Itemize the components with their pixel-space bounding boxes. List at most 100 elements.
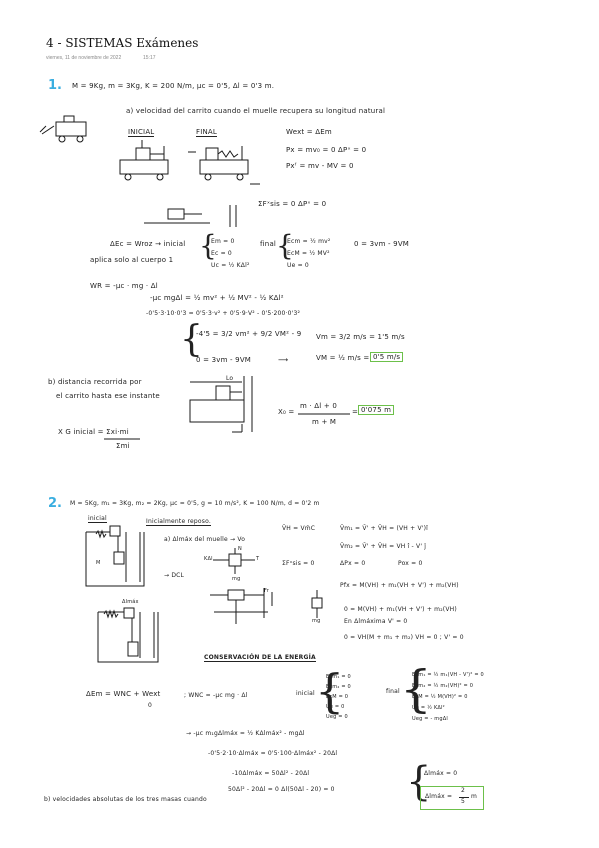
p2-initial-system-sketch bbox=[85, 525, 145, 587]
p2-answer-box: Δlmáx = 2 5 m bbox=[420, 786, 484, 810]
fraction-bar-xo bbox=[298, 413, 350, 415]
p2-initial-term-1: Ecm₂ = 0 bbox=[326, 684, 351, 690]
p2-final-term-1: Ecm₂ = ½ m₂(VH)² = 0 bbox=[412, 683, 474, 689]
p1-xg: X G inicial = Σxi·mi bbox=[58, 428, 129, 436]
page-time: 15:17 bbox=[143, 55, 156, 61]
p1-answer-b-box: 0'075 m bbox=[358, 405, 395, 415]
free-body-sketch-1 bbox=[144, 205, 237, 227]
p1-vM: VM = ½ m/s = bbox=[316, 354, 370, 362]
p2-dpx: ΔPx = 0 bbox=[340, 560, 366, 567]
p2-system-free-body bbox=[210, 588, 273, 624]
p2-result-2-unit: m bbox=[471, 793, 478, 800]
p1-initial-term-0: Em = 0 bbox=[211, 238, 235, 245]
p2-initial-term-4: Ueg = 0 bbox=[326, 714, 348, 720]
p2-cons2: 0 = VH(M + m₁ + m₂) VH = 0 ; V' = 0 bbox=[344, 634, 464, 641]
p2-eq2: -0'5·2·10·Δlmáx = 0'5·100·Δlmáx² - 20Δl bbox=[208, 750, 338, 757]
p2-vh: V̄H = Vm̄C bbox=[282, 525, 316, 532]
p2-n-label: N bbox=[238, 546, 242, 552]
p1-dec: ΔEc = Wroz → inicial bbox=[110, 240, 186, 248]
p2-t-label: T bbox=[256, 556, 260, 562]
p2-kdl-label: KΔl bbox=[204, 556, 213, 562]
p2-final-term-0: Ecm₁ = ½ m₁(VH - V')² = 0 bbox=[412, 672, 484, 678]
p1-final-term-1: EcM = ½ MV² bbox=[287, 250, 330, 257]
p1-sumf: ΣFˣsis = 0 ΔPˣ = 0 bbox=[258, 200, 327, 208]
p2-free-body-mass bbox=[213, 548, 255, 574]
p1-px: Px = mv₀ = 0 ΔPˣ = 0 bbox=[286, 146, 367, 154]
p2-eq4: 50Δl² - 20Δl = 0 Δl(50Δl - 20) = 0 bbox=[228, 786, 335, 793]
p2-wnc: ; WNC = -μc mg · Δl bbox=[184, 692, 248, 699]
fraction-bar-xg bbox=[104, 438, 140, 440]
p2-initial-term-2: EcM = 0 bbox=[326, 694, 349, 700]
p1-eq2: -0'5·3·10·0'3 = 0'5·3·v² + 0'5·9·V² - 0'… bbox=[146, 310, 301, 317]
p1-xo-denominator: m + M bbox=[312, 418, 337, 426]
p2-mg-hanging: mg bbox=[312, 618, 321, 624]
p2-result-2-fraction-bar bbox=[459, 797, 469, 798]
p2-final-system-sketch bbox=[97, 607, 159, 663]
p2-fr-label: Fr bbox=[264, 588, 269, 594]
p2-final-label: final bbox=[386, 688, 400, 695]
p2-question-b: b) velocidades absolutas de los tres mas… bbox=[44, 796, 207, 803]
page-title: 4 - SISTEMAS Exámenes bbox=[46, 36, 199, 50]
p1-eq1: -μc mgΔl = ½ mv² + ½ MV² - ½ KΔl² bbox=[150, 294, 284, 302]
p1-initial-term-2: Uc = ½ KΔl² bbox=[211, 262, 250, 269]
p1-pxf: Pxᶠ = mv - MV = 0 bbox=[286, 162, 354, 170]
p1-question-b-line2: el carrito hasta ese instante bbox=[56, 392, 160, 400]
p1-final-term-2: Ue = 0 bbox=[287, 262, 309, 269]
p2-final-term-3: Ue = ½ KΔl² bbox=[412, 705, 445, 711]
p2-eq1: → -μc m₁gΔlmáx = ½ KΔlmáx² - mgΔl bbox=[186, 730, 305, 737]
brace-initial-2: { bbox=[315, 664, 345, 718]
p1-xo-numerator: m · Δl + 0 bbox=[300, 402, 337, 410]
p1-wext: Wext = ΔEm bbox=[286, 128, 332, 136]
p2-initial-rest: Inicialmente reposo. bbox=[146, 518, 211, 526]
label-lo: Lo bbox=[226, 375, 234, 382]
p2-result-2-label: Δlmáx = bbox=[425, 793, 453, 800]
p1-xo-label: X₀ = bbox=[278, 408, 295, 416]
p2-label-alm: Δlmáx bbox=[122, 599, 139, 605]
p1-final-term-0: Ecm = ½ mv² bbox=[287, 238, 331, 245]
p1-initial-term-1: Ec = 0 bbox=[211, 250, 232, 257]
p2-result-1: Δlmáx = 0 bbox=[424, 770, 458, 777]
problem-1-question-a: a) velocidad del carrito cuando el muell… bbox=[126, 107, 386, 115]
p2-initial-term-0: Ecm₁ = 0 bbox=[326, 674, 351, 680]
p1-xg-denominator: Σmi bbox=[116, 442, 130, 450]
p2-label-initial: inicial bbox=[88, 515, 107, 523]
displacement-diagram bbox=[189, 376, 253, 433]
p2-initial-term-3: Ue = 0 bbox=[326, 704, 345, 710]
p1-eq4: 0 = 3vm - 9VM bbox=[196, 356, 252, 364]
p1-answer-a-box: 0'5 m/s bbox=[370, 352, 404, 362]
page-date: viernes, 11 de noviembre de 2022 bbox=[46, 55, 122, 61]
brace-final-1: { bbox=[276, 229, 294, 262]
arrow-to-results: ⟶ bbox=[278, 356, 289, 364]
p2-final-term-4: Ueg = - mgΔl bbox=[412, 716, 448, 722]
p2-hanging-mass-sketch bbox=[311, 590, 323, 618]
p2-enmax: En Δlmáxima V' = 0 bbox=[344, 618, 408, 625]
problem-1-data: M = 9Kg, m = 3Kg, K = 200 N/m, μc = 0'5,… bbox=[72, 82, 275, 90]
p2-mg-label: mg bbox=[232, 576, 241, 582]
p1-question-b-line1: b) distancia recorrida por bbox=[48, 378, 142, 386]
initial-final-diagram bbox=[119, 140, 260, 185]
p2-vm2: V̄m₂ = V̄' + V̄H = VH î - V' ĵ bbox=[340, 543, 427, 550]
brace-final-2: { bbox=[400, 660, 432, 718]
p1-aplica: aplica solo al cuerpo 1 bbox=[90, 256, 174, 264]
p2-dcl: → DCL bbox=[164, 572, 185, 579]
p2-result-2-num: 2 bbox=[461, 787, 466, 794]
p1-xo-eq: = bbox=[352, 408, 359, 416]
p1-wr: WR = -μc · mg · Δl bbox=[90, 282, 158, 290]
p2-vm1: V̄m₁ = V̄' + V̄H = (VH + V')î bbox=[340, 525, 429, 532]
problem-1-number: 1. bbox=[48, 78, 62, 93]
problem-2-data: M = 5Kg, m₁ = 3Kg, m₂ = 2Kg, μc = 0'5, g… bbox=[70, 500, 320, 507]
p2-final-term-2: EcM = ½ M(VH)² = 0 bbox=[412, 694, 468, 700]
p2-result-2-den: 5 bbox=[461, 798, 466, 805]
p2-cons1: 0 = M(VH) + m₁(VH + V') + m₂(VH) bbox=[344, 606, 457, 613]
label-initial-1: INICIAL bbox=[128, 128, 155, 137]
cart-sketch-small bbox=[39, 115, 87, 143]
p2-initial-label: inicial bbox=[296, 690, 315, 697]
p1-vm: Vm = 3/2 m/s = 1'5 m/s bbox=[316, 333, 405, 341]
p2-zero: 0 bbox=[148, 702, 153, 709]
p2-pox: Pox = 0 bbox=[398, 560, 423, 567]
label-final-1: FINAL bbox=[196, 128, 218, 137]
p2-dem: ΔEm = WNC + Wext bbox=[86, 690, 161, 698]
p2-sumf: ΣFˣsis = 0 bbox=[282, 560, 315, 567]
brace-results-2: { bbox=[406, 759, 432, 805]
p1-zero-eq: 0 = 3vm - 9VM bbox=[354, 240, 410, 248]
